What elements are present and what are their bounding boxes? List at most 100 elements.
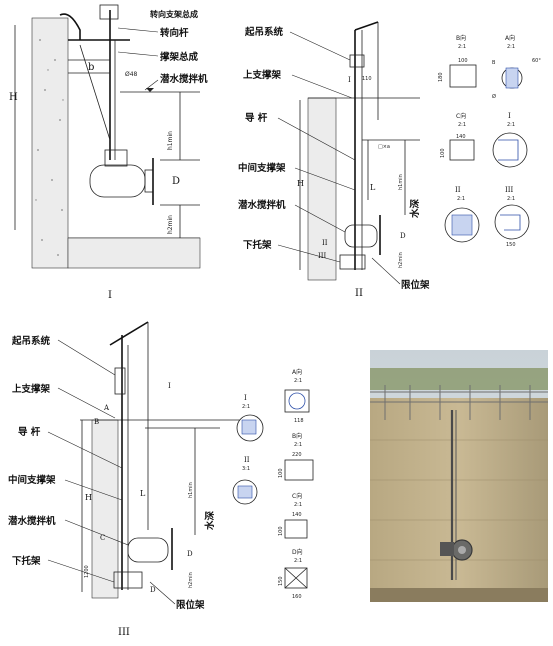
- dim-H-label-2: H: [297, 179, 304, 188]
- detail-i-scale-2: 2:1: [507, 122, 515, 128]
- figure-3: H 1200 L h1min D h2min 水深 A B C D I 起吊系统…: [8, 321, 240, 638]
- detail-i-title-2: I: [508, 112, 511, 120]
- detail-b-scale-2: 2:1: [458, 44, 466, 50]
- mark-A-3: A: [103, 404, 110, 412]
- detail-d-dim2-3: 150: [278, 576, 284, 586]
- dim-h2min-label-3: h2min: [188, 572, 194, 588]
- caption-fig-2: II: [355, 288, 363, 299]
- detail-c-plate-3: [284, 519, 308, 539]
- leader-lower-3: [47, 559, 115, 583]
- figure-2-details: B向 2:1 100 180 A向 2:1 B Ø 60° C向 2:1 140…: [438, 34, 541, 248]
- label-guide-rod-2: 导 杆: [245, 112, 268, 124]
- leader-upper-3: [57, 387, 116, 419]
- handrail-1: [59, 13, 81, 40]
- brace-arm-1: [79, 44, 111, 141]
- figure-3-details: A向 2:1 118 I 2:1 II 3:1 B向 2:1 220 100 C…: [232, 368, 314, 600]
- photo-trees: [370, 368, 548, 390]
- detail-i-part-2: [498, 139, 519, 161]
- mark-B-3: B: [94, 418, 99, 426]
- caption-fig-3: III: [118, 627, 130, 638]
- detail-b-title-2: B向: [456, 34, 466, 42]
- mark-II-2: II: [322, 239, 328, 247]
- detail-b-plate-3: [284, 459, 314, 481]
- detail-c-plate-2: [449, 139, 475, 161]
- figure-2: 110 H L □×a h1min D h2min 水深 I II III 起吊…: [238, 21, 430, 299]
- winch-3: [114, 367, 126, 395]
- detail-iii-circle-2: [494, 204, 530, 240]
- detail-a-plate-3: [284, 389, 310, 413]
- label-guide-rod-3: 导 杆: [18, 426, 41, 438]
- lower-bracket-3: [113, 571, 143, 589]
- detail-c-dim-3: 140: [292, 512, 302, 518]
- leader-turn-rod: [117, 27, 159, 33]
- dim-h1min-label-2: h1min: [398, 174, 404, 190]
- dim-D-label-3: D: [187, 550, 193, 558]
- leader-limit-2: [371, 257, 401, 285]
- detail-ii-scale-2: 2:1: [457, 196, 465, 202]
- dim-L-label-2: L: [370, 183, 376, 192]
- leader-middle-2: [294, 167, 356, 191]
- detail-ii-title-3: II: [244, 456, 250, 464]
- detail-c-scale-2: 2:1: [458, 122, 466, 128]
- detail-b-title-3: B向: [292, 432, 302, 440]
- label-limit-bracket-3: 限位架: [176, 599, 205, 611]
- detail-b-dim-2: 100: [458, 58, 468, 64]
- detail-c-scale-3: 2:1: [294, 502, 302, 508]
- leader-guide-3: [47, 431, 123, 469]
- detail-c-dim2-3: 100: [278, 526, 284, 536]
- detail-i-scale-3: 2:1: [242, 404, 250, 410]
- detail-b-plate-2: [449, 64, 477, 88]
- detail-a-scale-2: 2:1: [507, 44, 515, 50]
- detail-ii-part-3: [237, 485, 253, 499]
- photo-tank-floor: [370, 588, 548, 602]
- dim-D-label-2: D: [400, 232, 406, 240]
- detail-b-dim2-2: 180: [438, 72, 444, 82]
- label-water-depth-3: 水深: [204, 510, 216, 530]
- leader-lifting-3: [57, 339, 116, 376]
- dim-b-label: b: [88, 62, 94, 73]
- dim-H-label-3: H: [85, 493, 92, 502]
- detail-a-ring-3: [288, 392, 306, 410]
- detail-c-title-3: C向: [292, 492, 302, 500]
- mark-D-3: D: [150, 586, 156, 594]
- label-middle-support-3: 中间支撑架: [8, 474, 56, 486]
- label-lower-bracket-2: 下托架: [243, 239, 272, 251]
- detail-iii-scale-2: 2:1: [507, 196, 515, 202]
- detail-d-diag2-3: [284, 567, 308, 589]
- dim-h2min-label-2: h2min: [398, 252, 404, 268]
- detail-ii-part-2: [451, 214, 473, 236]
- detail-a-title-3: A向: [292, 368, 302, 376]
- detail-a-title-2: A向: [505, 34, 515, 42]
- crane-jib-3: [109, 321, 149, 346]
- leader-mixer-3: [64, 519, 129, 546]
- label-middle-support-2: 中间支撑架: [238, 162, 286, 174]
- dim-110-label: 110: [362, 76, 372, 82]
- photo-wall: [370, 398, 548, 602]
- dim-h1min-label-3: h1min: [188, 482, 194, 498]
- detail-b-scale-3: 2:1: [294, 442, 302, 448]
- caption-fig-1: I: [108, 290, 112, 301]
- detail-c-dim2-2: 100: [440, 148, 446, 158]
- label-limit-bracket-2: 限位架: [401, 279, 430, 291]
- concrete-wall-1: [31, 17, 69, 269]
- mark-C-3: C: [100, 534, 105, 542]
- wall-hatch-1: [35, 39, 64, 256]
- water-level-mark-1: [146, 88, 154, 92]
- figure-1: H b Ø48 h1min D h2min 转向支架总成: [9, 4, 208, 301]
- label-lifting-2: 起吊系统: [244, 26, 284, 38]
- detail-d-dim-3: 160: [292, 594, 302, 600]
- winch-2: [349, 54, 365, 68]
- label-upper-support-2: 上支撑架: [243, 69, 282, 81]
- mark-I-3: I: [168, 382, 171, 390]
- concrete-wall-2: [307, 97, 337, 281]
- leader-middle-3: [64, 479, 123, 501]
- label-mixer-2: 潜水搅拌机: [238, 199, 286, 211]
- leader-limit-3: [149, 581, 176, 605]
- detail-ii-scale-3: 3:1: [242, 466, 250, 472]
- floor-slab-1: [67, 237, 201, 269]
- detail-d-title-3: D向: [292, 548, 303, 556]
- detail-iii-part-2: [500, 214, 521, 231]
- leader-mixer-1: [144, 79, 159, 91]
- label-lifting-3: 起吊系统: [11, 335, 51, 347]
